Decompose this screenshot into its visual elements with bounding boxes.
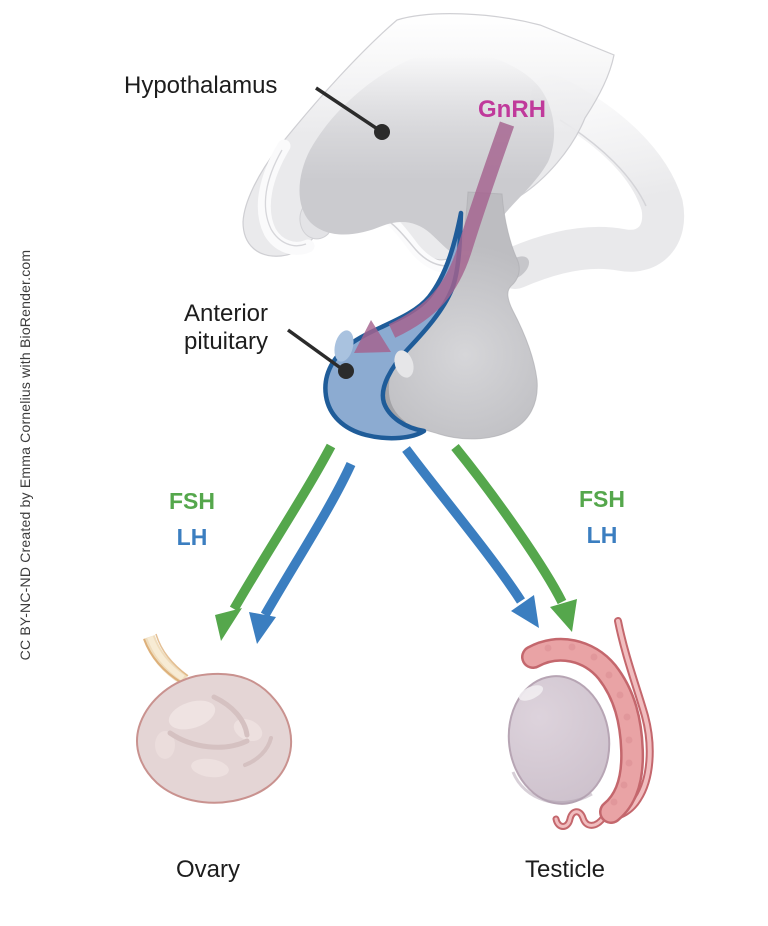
testis-body-shape [507, 675, 611, 805]
gnrh-arrow [354, 121, 515, 353]
anterior-pituitary-label: Anterior pituitary [168, 300, 284, 356]
anterior-pituitary-label-line2: pituitary [183, 328, 269, 355]
fsh-label-right: FSH [579, 486, 625, 512]
ovary-label: Ovary [175, 856, 240, 883]
attribution-text: CC BY-NC-ND Created by Emma Cornelius wi… [17, 249, 33, 661]
anterior-pituitary-label-line1: Anterior [183, 300, 269, 327]
lh-arrow-right [402, 446, 539, 628]
ovary-illustration [136, 633, 293, 804]
testis-gleam [518, 685, 544, 701]
gnrh-arrowhead [354, 320, 391, 353]
anterior-pituitary-highlight [334, 330, 354, 362]
testicle-illustration [507, 617, 654, 830]
ovary-body-shape [136, 672, 293, 804]
hypothalamus-pointer [315, 86, 390, 140]
brainstem-limb-shape [494, 75, 685, 289]
testicle-label: Testicle [524, 856, 606, 883]
cortex-line-hook [264, 149, 307, 247]
lh-arrow-left [249, 462, 356, 644]
fsh-arrow-left [215, 443, 336, 641]
fsh-label-left: FSH [169, 488, 215, 514]
posterior-pituitary-highlight [394, 350, 414, 378]
lh-label-left: LH [176, 524, 208, 550]
hypothalamus-label: Hypothalamus [124, 72, 278, 99]
gnrh-label: GnRH [478, 96, 546, 123]
lh-label-right: LH [586, 522, 618, 548]
fsh-arrow-right [451, 444, 577, 632]
anterior-pituitary-pointer [286, 328, 354, 379]
epididymis-texture [544, 643, 633, 806]
hormone-labels-left: FSH LH [153, 488, 231, 551]
hormone-labels-right: FSH LH [563, 486, 641, 549]
